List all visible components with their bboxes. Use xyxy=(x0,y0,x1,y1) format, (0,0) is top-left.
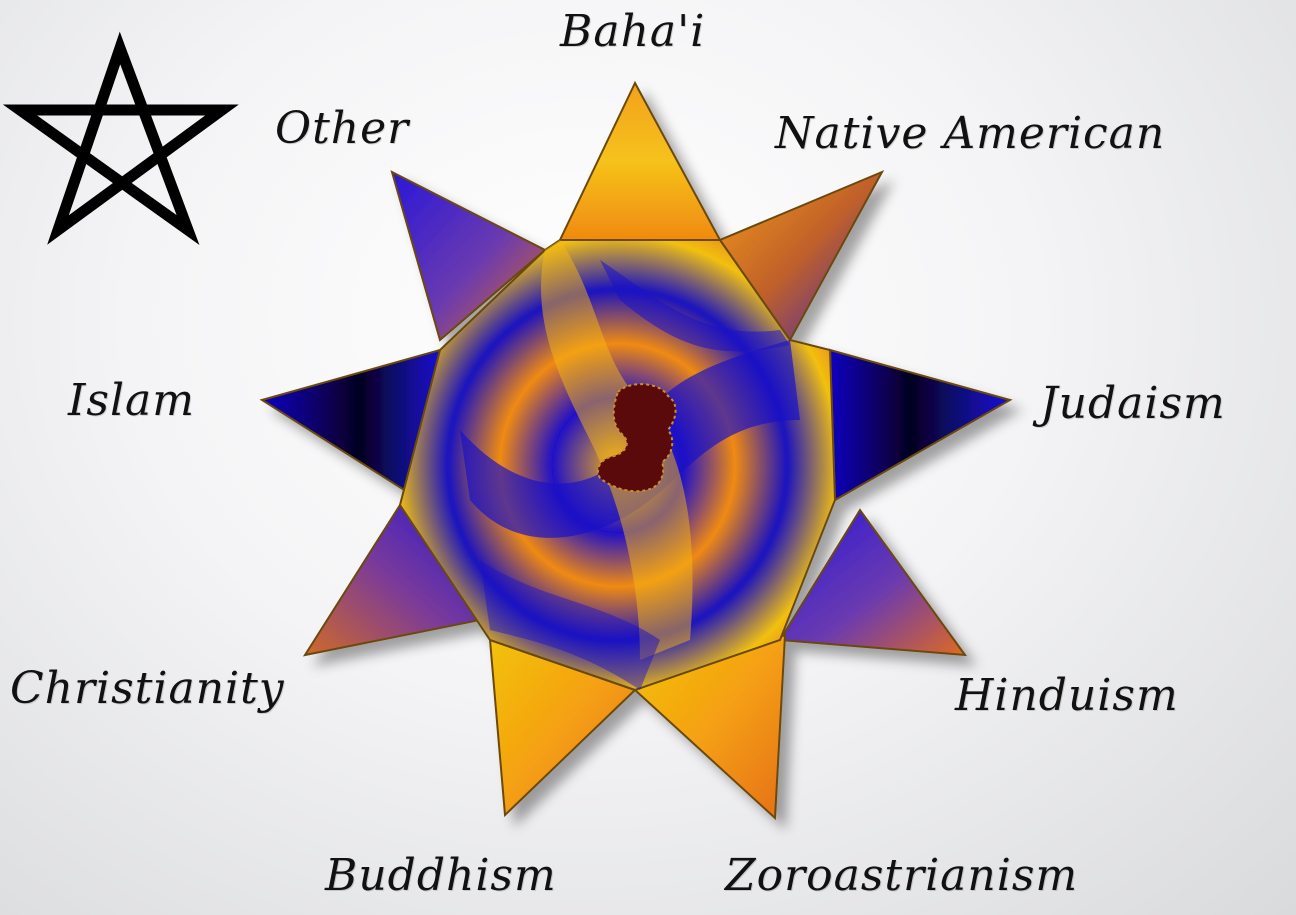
label-other: Other xyxy=(275,103,409,154)
label-native-american: Native American xyxy=(775,108,1165,159)
label-judaism: Judaism xyxy=(1040,378,1226,429)
star-point-right xyxy=(830,350,1010,500)
label-christianity: Christianity xyxy=(10,663,285,714)
label-buddhism: Buddhism xyxy=(325,850,557,901)
label-zoroastrianism: Zoroastrianism xyxy=(725,850,1078,901)
label-bahai: Baha'i xyxy=(560,6,705,57)
label-islam: Islam xyxy=(68,375,195,426)
star-point-top xyxy=(560,83,720,240)
label-hinduism: Hinduism xyxy=(955,670,1179,721)
pentagram-icon xyxy=(20,48,222,230)
